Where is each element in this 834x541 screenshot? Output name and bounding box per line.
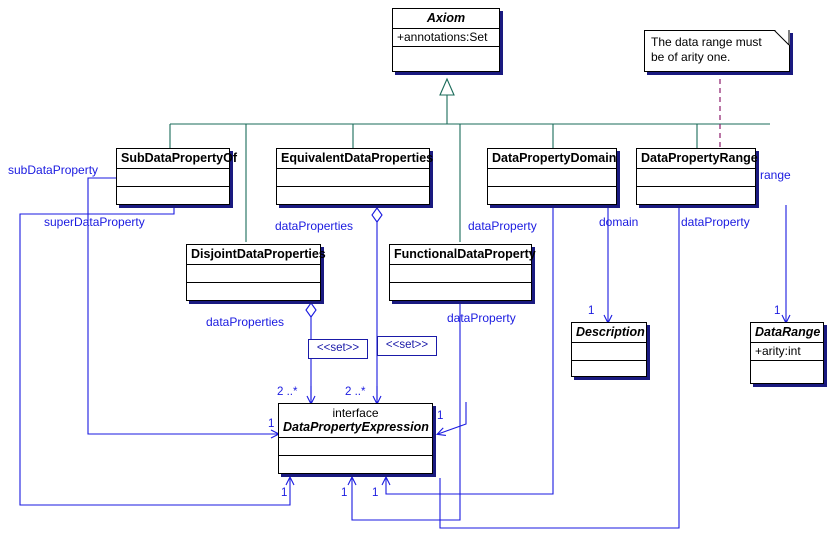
class-axiom[interactable]: Axiom +annotations:Set bbox=[392, 8, 500, 72]
divider bbox=[751, 342, 823, 343]
aggregation-diamond-equivalent bbox=[371, 207, 383, 223]
label-data-properties-equivalent: dataProperties bbox=[275, 219, 354, 233]
class-datarange-title: DataRange bbox=[755, 325, 821, 339]
assoc-range-data-property bbox=[439, 205, 680, 529]
divider bbox=[751, 360, 823, 361]
note-line-2: be of arity one. bbox=[651, 50, 731, 64]
divider bbox=[279, 437, 432, 438]
assoc-functional-data-property bbox=[347, 303, 461, 521]
mult-super-right: 1 bbox=[437, 410, 444, 422]
note-arity-constraint[interactable]: The data range must be of arity one. bbox=[644, 30, 790, 72]
class-subdatapropertyof-title: SubDataPropertyOf bbox=[121, 151, 237, 165]
label-domain: domain bbox=[599, 215, 639, 229]
divider bbox=[117, 168, 229, 169]
divider bbox=[488, 168, 616, 169]
class-functionaldataproperty-operations bbox=[390, 283, 531, 305]
class-datapropertyrange-title: DataPropertyRange bbox=[641, 151, 758, 165]
divider bbox=[117, 186, 229, 187]
divider bbox=[637, 168, 755, 169]
class-datapropertyexpression-operations bbox=[279, 456, 432, 478]
label-range: range bbox=[760, 168, 791, 182]
assoc-right-inbound bbox=[435, 410, 467, 436]
class-equivalentdataproperties-operations bbox=[277, 187, 429, 209]
label-data-property-domain-end: dataProperty bbox=[468, 219, 537, 233]
note-fold-icon bbox=[775, 30, 790, 45]
label-super-data-property: superDataProperty bbox=[44, 215, 145, 229]
class-axiom-title: Axiom bbox=[426, 11, 466, 25]
class-functionaldataproperty[interactable]: FunctionalDataProperty bbox=[389, 244, 536, 301]
mult-description: 1 bbox=[588, 305, 595, 317]
class-datapropertyexpression-stereotype: interface bbox=[332, 406, 379, 420]
note-line-1: The data range must bbox=[651, 35, 762, 49]
divider bbox=[393, 28, 499, 29]
class-disjointdataproperties[interactable]: DisjointDataProperties bbox=[186, 244, 326, 301]
class-datapropertydomain-attributes bbox=[488, 169, 616, 186]
class-datapropertydomain-title: DataPropertyDomain bbox=[492, 151, 617, 165]
class-datarange[interactable]: DataRange +arity:int bbox=[750, 322, 824, 384]
divider bbox=[390, 282, 531, 283]
class-datapropertyexpression-title: DataPropertyExpression bbox=[283, 420, 429, 434]
class-equivalentdataproperties[interactable]: EquivalentDataProperties bbox=[276, 148, 434, 205]
divider bbox=[572, 342, 646, 343]
mult-bottom-left: 1 bbox=[281, 487, 288, 499]
class-datapropertyrange-operations bbox=[637, 187, 755, 209]
mult-sub-left: 1 bbox=[268, 418, 275, 430]
label-data-property-range-end: dataProperty bbox=[681, 215, 750, 229]
class-datapropertyexpression[interactable]: interface DataPropertyExpression bbox=[278, 403, 433, 474]
label-data-properties-disjoint: dataProperties bbox=[206, 315, 285, 329]
divider bbox=[488, 186, 616, 187]
class-disjointdataproperties-attributes bbox=[187, 265, 320, 282]
label-data-property-functional: dataProperty bbox=[447, 311, 516, 325]
note-fold-line bbox=[774, 30, 790, 46]
class-description-operations bbox=[572, 361, 646, 383]
stereotype-box-set-disjoint: <<set>> bbox=[308, 339, 368, 359]
divider bbox=[187, 282, 320, 283]
class-datapropertyrange-attributes bbox=[637, 169, 755, 186]
stereotype-box-set-equivalent: <<set>> bbox=[377, 336, 437, 356]
class-functionaldataproperty-attributes bbox=[390, 265, 531, 282]
assoc-sub-data-property bbox=[87, 177, 281, 439]
divider bbox=[637, 186, 755, 187]
divider bbox=[277, 186, 429, 187]
association-lines bbox=[19, 177, 791, 529]
class-description-title: Description bbox=[576, 325, 645, 339]
mult-equivalent-top: 2 ..* bbox=[345, 386, 366, 398]
generalization-tree bbox=[169, 77, 770, 242]
class-datarange-operations bbox=[751, 361, 823, 383]
mult-disjoint-top: 2 ..* bbox=[277, 386, 298, 398]
class-datapropertyrange[interactable]: DataPropertyRange bbox=[636, 148, 758, 205]
divider bbox=[393, 46, 499, 47]
class-equivalentdataproperties-attributes bbox=[277, 169, 429, 186]
class-equivalentdataproperties-title: EquivalentDataProperties bbox=[281, 151, 434, 165]
class-axiom-operations bbox=[393, 47, 499, 69]
class-datapropertydomain[interactable]: DataPropertyDomain bbox=[487, 148, 617, 205]
divider bbox=[187, 264, 320, 265]
class-subdatapropertyof-attributes bbox=[117, 169, 229, 186]
aggregation-diamond-disjoint bbox=[305, 302, 317, 318]
mult-bottom-mid: 1 bbox=[341, 487, 348, 499]
mult-bottom-right: 1 bbox=[372, 487, 379, 499]
class-functionaldataproperty-title: FunctionalDataProperty bbox=[394, 247, 536, 261]
class-description[interactable]: Description bbox=[571, 322, 647, 377]
label-sub-data-property: subDataProperty bbox=[8, 163, 99, 177]
class-subdatapropertyof[interactable]: SubDataPropertyOf bbox=[116, 148, 237, 205]
divider bbox=[572, 360, 646, 361]
class-datarange-attribute: +arity:int bbox=[755, 344, 801, 358]
divider bbox=[277, 168, 429, 169]
divider bbox=[279, 455, 432, 456]
class-datapropertyexpression-attributes bbox=[279, 438, 432, 455]
assoc-super-data-property bbox=[19, 205, 295, 506]
class-disjointdataproperties-operations bbox=[187, 283, 320, 305]
class-subdatapropertyof-operations bbox=[117, 187, 229, 209]
class-description-attributes bbox=[572, 343, 646, 360]
mult-datarange: 1 bbox=[774, 305, 781, 317]
class-disjointdataproperties-title: DisjointDataProperties bbox=[191, 247, 326, 261]
class-datapropertydomain-operations bbox=[488, 187, 616, 209]
class-axiom-attribute: +annotations:Set bbox=[397, 30, 488, 44]
divider bbox=[390, 264, 531, 265]
assoc-domain-data-property bbox=[381, 205, 554, 495]
